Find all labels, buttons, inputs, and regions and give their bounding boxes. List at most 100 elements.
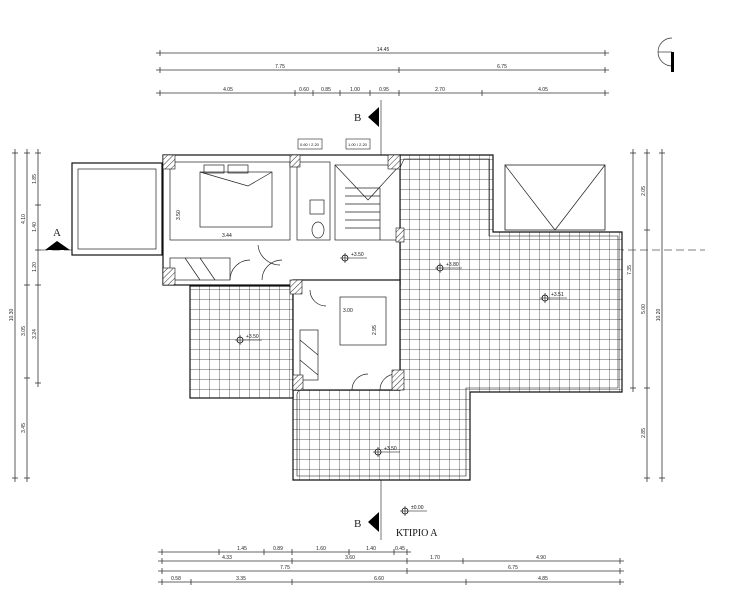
dimension-label: 1.85 [32, 174, 38, 184]
dimension-label: 4.90 [536, 555, 546, 561]
dim-bottom-row1: 1.45 0.89 1.60 1.40 0.45 [158, 546, 411, 555]
elevation-marker: +3.50 [373, 446, 400, 457]
dimension-label: 10.20 [656, 309, 662, 322]
dim-left-col3: 1.85 1.40 1.20 3.24 [32, 149, 41, 387]
elevation-markers: +3.50 +3.50 +3.80 +3.51 +3.50 ±0.00 [235, 252, 567, 516]
skylight [504, 164, 606, 231]
dimension-label: 1.00 [350, 87, 360, 93]
dimension-label: 1.20 [32, 262, 38, 272]
column [395, 227, 405, 243]
left-roof-box [71, 162, 163, 256]
bathroom [296, 161, 331, 241]
sink [309, 199, 325, 215]
middle-door-swings [299, 289, 397, 391]
elevation-label: +3.51 [551, 292, 564, 298]
dimension-label: 10.30 [9, 309, 15, 322]
dimension-label: 1.40 [32, 222, 38, 232]
svg-text:0.60 / 2.20: 0.60 / 2.20 [300, 142, 320, 147]
door-swings [184, 244, 283, 281]
dim-right-col2: 2.055.002.85 [641, 149, 650, 482]
toilet [311, 221, 325, 239]
room2-width-label: 3.00 [343, 308, 353, 314]
skylight-slope-lines [504, 164, 606, 231]
dimension-label: 3.05 [21, 326, 27, 336]
north-compass-icon [657, 37, 674, 72]
elevation-label: +3.50 [384, 446, 397, 452]
dimension-label: 3.24 [32, 329, 38, 339]
window-tag: 1.00 / 2.20 [345, 138, 371, 150]
bedroom-width-label: 3.44 [222, 233, 232, 239]
middle-room [292, 279, 401, 391]
dimension-label: 0.60 [299, 87, 309, 93]
elevation-marker: +3.51 [540, 292, 567, 303]
dimension-label: 3.60 [345, 555, 355, 561]
dimension-label: 1.60 [316, 546, 326, 552]
elevation-label: ±0.00 [411, 505, 424, 511]
elevation-label: +3.50 [351, 252, 364, 258]
elevation-label: +3.80 [446, 262, 459, 268]
dimension-label: 0.45 [395, 546, 405, 552]
terrace-right-inner-edge [296, 158, 619, 477]
dimension-label: 1.40 [366, 546, 376, 552]
dimension-label: 3.35 [236, 576, 246, 582]
column [289, 279, 303, 295]
dimension-label: 1.45 [237, 546, 247, 552]
elevation-label: +3.50 [246, 334, 259, 340]
dimension-label: 4.05 [538, 87, 548, 93]
room2-depth-label: 2.95 [372, 325, 378, 335]
dim-left-total: 10.30 [9, 149, 18, 482]
stair-treads [334, 164, 401, 240]
dimension-label: 0.95 [379, 87, 389, 93]
dimension-label: 3.45 [21, 423, 27, 433]
bed-cover [199, 171, 273, 187]
dimension-label: 4.85 [538, 576, 548, 582]
dimension-label: 2.05 [641, 186, 647, 196]
dimension-label: 6.60 [374, 576, 384, 582]
dimension-label: 0.58 [171, 576, 181, 582]
section-b-top-label: B [354, 112, 361, 124]
section-b-bottom-label: B [354, 518, 361, 530]
dimension-label: 7.35 [627, 265, 633, 275]
elevation-marker: +3.50 [235, 334, 262, 345]
dim-top-total: 14.45 [156, 47, 609, 56]
dimension-label: 4.05 [223, 87, 233, 93]
svg-text:1.00 / 2.20: 1.00 / 2.20 [348, 142, 368, 147]
pillow-right [227, 164, 249, 174]
dim-right-col1: 7.35 [627, 149, 636, 392]
dimension-label: 4.10 [21, 214, 27, 224]
dimension-label: 1.70 [430, 555, 440, 561]
dimension-label: 7.75 [275, 64, 285, 70]
bed [199, 171, 273, 228]
column [391, 369, 405, 391]
dimension-label: 2.70 [435, 87, 445, 93]
middle-bed [339, 296, 387, 346]
dimension-label: 4.33 [222, 555, 232, 561]
elevation-marker: +3.50 [340, 252, 367, 263]
dimension-label: 0.89 [273, 546, 283, 552]
section-a-label: A [53, 227, 61, 239]
column [292, 374, 304, 391]
bedroom-depth-label: 3.50 [176, 210, 182, 220]
elevation-marker: +3.80 [435, 262, 462, 273]
dim-bottom-row4: 0.58 3.35 6.60 4.85 [158, 576, 624, 585]
building-title: ΚΤΙΡΙΟ Α [396, 528, 438, 539]
section-a-arrow [45, 241, 70, 250]
structural-columns [162, 154, 405, 391]
dimension-label: 6.75 [497, 64, 507, 70]
dimension-label: 2.85 [641, 428, 647, 438]
pillow-left [203, 164, 225, 174]
section-b-bottom-arrow [368, 512, 379, 532]
column [289, 154, 301, 168]
bedroom [169, 161, 291, 241]
dim-left-col2: 4.10 3.05 3.45 [21, 149, 30, 482]
staircase [334, 164, 401, 241]
column [387, 154, 401, 170]
window-tag: 0.60 / 2.20 [297, 138, 323, 150]
column [162, 154, 176, 170]
section-b-top-arrow [368, 107, 379, 127]
dimension-label: 14.45 [377, 47, 390, 53]
